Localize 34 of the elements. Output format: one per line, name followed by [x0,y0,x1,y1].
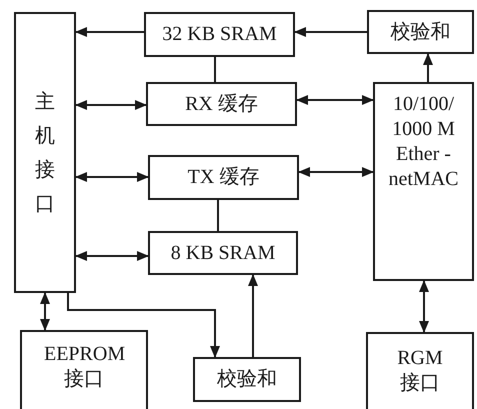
connector-line [214,57,216,82]
arrow [75,251,149,261]
arrow [298,167,374,177]
arrow [75,100,147,110]
connector-line [217,200,219,231]
box-label: 主机接口 [34,90,56,216]
arrow [423,53,433,82]
box-label: EEPROM 接口 [44,342,124,392]
box-label: 8 KB SRAM [170,240,276,266]
arrow [40,292,50,331]
box-label: 10/100/ 1000 M Ether - netMAC [388,92,460,192]
arrow [75,27,144,37]
memory-box [144,12,295,57]
box-label: 校验和 [217,367,277,392]
arrow [67,293,220,358]
arrow [294,27,367,37]
interface-box [14,12,76,293]
interface-box [366,332,474,409]
mac-box [373,82,474,281]
box-label: 校验和 [390,20,450,44]
checksum-box [367,10,474,54]
box-label: TX 缓存 [188,165,260,190]
memory-box [148,231,298,275]
arrow [419,280,429,333]
box-label: RX 缓存 [185,92,258,116]
buffer-box [146,82,297,126]
arrow [75,172,149,182]
box-label: RGM 接口 [396,346,444,396]
box-label: 32 KB SRAM [162,22,277,47]
checksum-box [193,357,301,402]
buffer-box [148,155,299,200]
arrow [296,95,374,105]
interface-box [20,330,148,409]
arrow [248,274,258,357]
